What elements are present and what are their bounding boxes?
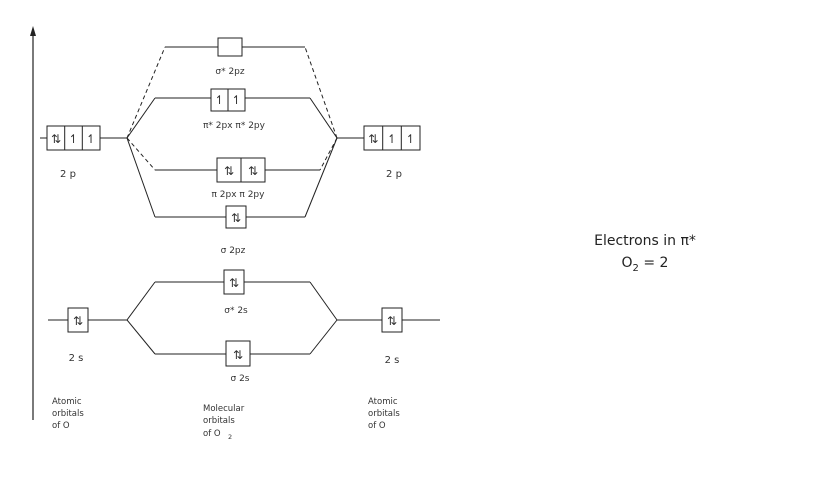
- atomic-right-2s: ⇅: [337, 307, 440, 333]
- mo-sigma-2s: ⇅: [155, 340, 310, 367]
- svg-text:Atomic: Atomic: [52, 397, 82, 407]
- electron-arrow: ↿: [231, 93, 241, 107]
- electron-arrow: ↿: [86, 132, 96, 146]
- sigma-2s-label: σ 2s: [231, 374, 250, 384]
- electron-arrow: ↿: [68, 132, 78, 146]
- mo-sigma-star-2s: ⇅: [155, 269, 310, 295]
- mo-sigma-2pz: ⇅: [155, 205, 305, 229]
- correlation-lines-2p: [126, 46, 338, 218]
- atomic-right-2p: ⇅ ↿ ↿: [337, 125, 421, 151]
- sigma-star-2pz-label: σ* 2pz: [215, 67, 245, 77]
- note-line-1: Electrons in π*: [594, 233, 696, 249]
- electron-arrow: ⇅: [368, 132, 378, 146]
- electron-arrow: ⇅: [233, 348, 243, 362]
- electron-arrow: ⇅: [73, 314, 83, 328]
- atomic-left-2s: ⇅: [48, 307, 127, 333]
- electron-arrow: ⇅: [231, 211, 241, 225]
- caption-atomic-right: Atomic orbitals of O: [368, 397, 400, 431]
- sigma-2pz-label: σ 2pz: [221, 246, 246, 256]
- sigma-star-2s-label: σ* 2s: [224, 306, 248, 316]
- svg-text:of O: of O: [203, 429, 221, 439]
- electron-arrow: ⇅: [51, 132, 61, 146]
- energy-axis-arrowhead: [30, 26, 36, 36]
- electron-arrow: ⇅: [224, 164, 234, 178]
- correlation-lines-2s: [126, 281, 338, 355]
- mo-pi-2p: ⇅ ⇅: [155, 157, 320, 183]
- atomic-right-2s-label: 2 s: [385, 355, 400, 366]
- svg-text:orbitals: orbitals: [203, 416, 235, 426]
- svg-text:of O: of O: [368, 421, 386, 431]
- atomic-left-2p: ⇅ ↿ ↿: [40, 125, 127, 151]
- svg-text:Molecular: Molecular: [203, 404, 245, 414]
- mo-pi-star-2p: ↿ ↿: [155, 88, 310, 112]
- electron-arrow: ⇅: [387, 314, 397, 328]
- mo-sigma-star-2pz: [165, 37, 305, 57]
- svg-text:of O: of O: [52, 421, 70, 431]
- pi-star-electron-note: Electrons in π* O2 = 2: [560, 230, 730, 280]
- pi-star-2p-label: π* 2px π* 2py: [203, 121, 266, 131]
- electron-arrow: ↿: [387, 132, 397, 146]
- svg-text:Atomic: Atomic: [368, 397, 398, 407]
- caption-atomic-left: Atomic orbitals of O: [52, 397, 84, 431]
- note-line-2: O2 = 2: [621, 255, 669, 274]
- electron-arrow: ↿: [214, 93, 224, 107]
- pi-2p-label: π 2px π 2py: [212, 190, 266, 200]
- electron-arrow: ⇅: [229, 276, 239, 290]
- atomic-left-2s-label: 2 s: [69, 353, 84, 364]
- caption-subscript: 2: [228, 433, 232, 441]
- electron-arrow: ↿: [406, 132, 416, 146]
- svg-text:orbitals: orbitals: [368, 409, 400, 419]
- svg-text:orbitals: orbitals: [52, 409, 84, 419]
- atomic-left-2p-label: 2 p: [60, 169, 76, 180]
- caption-molecular: Molecular orbitals of O 2: [203, 404, 245, 441]
- electron-arrow: ⇅: [248, 164, 258, 178]
- atomic-right-2p-label: 2 p: [386, 169, 402, 180]
